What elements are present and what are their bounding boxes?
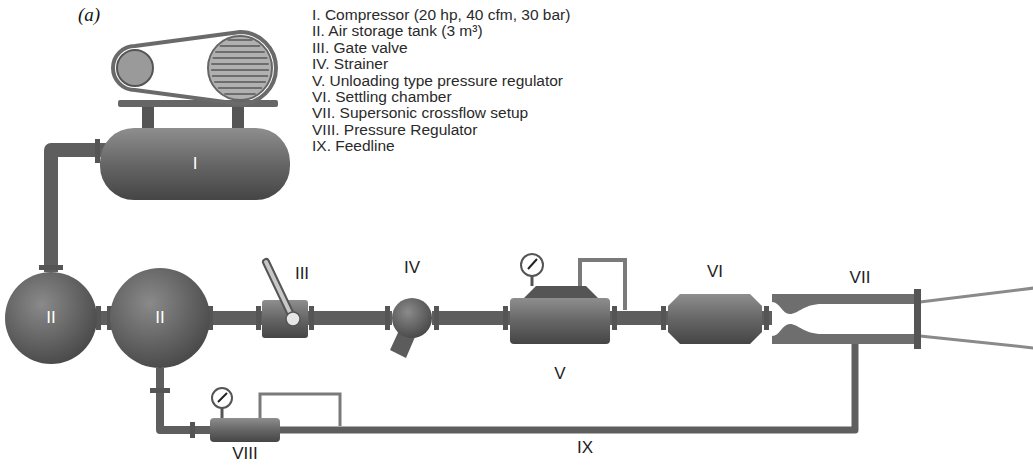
regulator-bonnet — [524, 286, 598, 298]
crossflow-setup: VII — [772, 298, 917, 340]
cylinder-head — [208, 36, 272, 100]
pipe-flange — [95, 139, 100, 163]
pipe-label: IX — [575, 438, 595, 458]
compressor-tank — [100, 128, 290, 200]
component-shape — [668, 294, 762, 344]
part-label: IV — [404, 258, 420, 278]
unloading-regulator: V — [510, 298, 610, 344]
key-entry: IV. Strainer — [312, 55, 388, 72]
valve-handle — [266, 262, 293, 319]
part-label: II — [46, 308, 55, 328]
storage-tank: II — [110, 268, 210, 368]
nozzle-wall — [772, 324, 917, 344]
key-entry: III. Gate valve — [312, 39, 408, 56]
cooling-fin — [212, 75, 268, 77]
component-shape — [772, 298, 917, 340]
diverging-wall — [920, 288, 1033, 302]
settling-chamber: VI — [668, 294, 762, 344]
nozzle-wall — [772, 294, 917, 314]
pipe-flange — [661, 306, 666, 330]
pipe — [308, 311, 392, 325]
gauge-needle — [528, 259, 537, 269]
pipe — [432, 311, 510, 325]
pipe — [210, 311, 262, 325]
key-entry: V. Unloading type pressure regulator — [312, 72, 563, 89]
valve-handle — [266, 262, 293, 319]
test-section-flange — [914, 289, 921, 349]
storage-tank: II — [5, 272, 97, 364]
pipe-flange — [39, 265, 63, 270]
part-label: VII — [850, 268, 871, 288]
pipe-flange — [503, 306, 508, 330]
pipe-flange — [150, 388, 170, 393]
pressure-gauge — [521, 254, 543, 276]
gauge-stem — [221, 408, 224, 418]
part-label: III — [295, 264, 309, 284]
pressure-gauge — [212, 388, 232, 408]
cooling-fin — [220, 45, 260, 47]
key-entry: I. Compressor (20 hp, 40 cfm, 30 bar) — [312, 6, 570, 23]
component-shape — [262, 300, 308, 338]
pipe-flange — [612, 306, 617, 330]
cooling-fin — [211, 69, 269, 71]
compressor: I — [100, 128, 290, 200]
regulator-body — [210, 418, 280, 442]
strainer: IV — [392, 298, 432, 338]
pipe-flange — [434, 306, 439, 330]
cooling-fin — [214, 81, 266, 83]
pulley — [117, 50, 153, 86]
cooling-fin — [215, 51, 264, 53]
pipe — [160, 368, 210, 430]
strainer-body — [392, 298, 432, 338]
pipe — [280, 340, 855, 430]
cooling-fin — [224, 93, 255, 95]
chamber-body — [668, 294, 762, 344]
key-entry: VIII. Pressure Regulator — [312, 121, 477, 138]
gauge-stem — [531, 276, 534, 286]
pipe-flange — [764, 306, 769, 330]
pressure-regulator: VIII — [210, 418, 280, 442]
regulator-body — [510, 298, 610, 344]
cooling-fin — [228, 39, 253, 41]
cooling-fin — [213, 57, 268, 59]
component-shape — [210, 418, 280, 442]
pipe-flange — [190, 422, 195, 438]
gate-valve: III — [262, 300, 308, 338]
key-entry: VII. Supersonic crossflow setup — [312, 104, 528, 121]
cooling-fin — [211, 63, 268, 65]
component-shape — [392, 298, 432, 338]
pipe-flange — [256, 306, 261, 330]
pipe — [610, 311, 668, 325]
part-label: I — [193, 154, 198, 174]
cooling-fin — [218, 87, 262, 89]
tank-body — [110, 268, 210, 368]
support — [142, 104, 154, 130]
panel-label: (a) — [78, 4, 100, 26]
gauge-needle — [218, 393, 227, 402]
valve-stem — [286, 312, 300, 326]
part-label: II — [155, 308, 164, 328]
pipe-flange — [385, 306, 390, 330]
key-entry: VI. Settling chamber — [312, 88, 452, 105]
drive-belt — [113, 32, 276, 104]
component-shape — [510, 298, 610, 344]
part-label: VI — [707, 262, 723, 282]
tank-body — [5, 272, 97, 364]
key-entry: II. Air storage tank (3 m³) — [312, 22, 483, 39]
diverging-wall — [920, 336, 1033, 348]
key-entry: IX. Feedline — [312, 137, 395, 154]
support — [232, 104, 244, 130]
pipe-flange — [309, 306, 314, 330]
part-label: VIII — [232, 444, 258, 464]
part-label: V — [554, 364, 565, 384]
